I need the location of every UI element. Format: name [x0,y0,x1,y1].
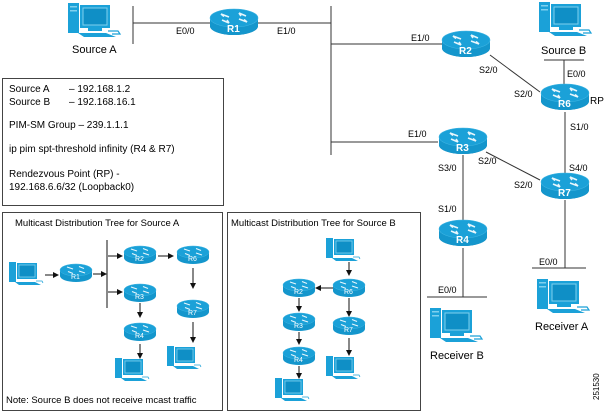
receiver-a-label: Receiver A [535,321,589,333]
host-source-a[interactable] [67,2,121,38]
r6-e00-label: E0/0 [567,69,586,79]
tree-a-r3-label: R3 [135,294,144,301]
host-receiver-a[interactable] [536,278,590,314]
r7-e00-label: E0/0 [539,257,558,267]
r2-e10-label: E1/0 [411,33,430,43]
tree-a-title: Multicast Distribution Tree for Source A [15,218,180,229]
r7-s20-label: S2/0 [514,180,533,190]
r3-s30-label: S3/0 [438,163,457,173]
rp-line-2: 192.168.6.6/32 (Loopback0) [9,182,135,193]
figure-id: 251530 [592,373,601,400]
host-receiver-b[interactable] [429,307,483,343]
host-source-b[interactable] [538,1,592,37]
r1-e10-label: E1/0 [277,26,296,36]
spt-threshold-line: ip pim spt-threshold infinity (R4 & R7) [9,144,175,155]
tree-a-box: Multicast Distribution Tree for Source A… [2,212,223,411]
pim-group-line: PIM-SM Group – 239.1.1.1 [9,120,129,131]
rp-line-1: Rendezvous Point (RP) - [9,169,120,180]
router-r4-label: R4 [456,235,469,246]
tree-a-note: Note: Source B does not receive mcast tr… [6,395,197,406]
tree-b-r3-label: R3 [294,323,303,330]
r1-e00-label: E0/0 [176,26,195,36]
router-r6-label: R6 [558,99,571,110]
tree-b-r7-label: R7 [344,327,353,334]
r3-e10-label: E1/0 [408,129,427,139]
r6-s20-label: S2/0 [514,89,533,99]
tree-a-drawing [8,240,210,382]
r4-e00-label: E0/0 [438,285,457,295]
source-b-ip-line: Source B– 192.168.16.1 [9,97,136,108]
source-b-label: Source B [541,45,587,57]
r7-s40-label: S4/0 [569,163,588,173]
r3-s20-label: S2/0 [478,156,497,166]
source-a-ip-line: Source A– 192.168.1.2 [9,84,131,95]
tree-a-r6-label: R6 [188,256,197,263]
tree-b-r2-label: R2 [294,289,303,296]
info-box: Source A– 192.168.1.2 Source B– 192.168.… [2,78,224,206]
receiver-b-label: Receiver B [430,350,484,362]
router-r2-label: R2 [459,46,472,57]
tree-a-r4-label: R4 [135,333,144,340]
router-r7-label: R7 [558,188,571,199]
tree-a-r7-label: R7 [188,310,197,317]
tree-a-r1-label: R1 [71,274,80,281]
source-a-label: Source A [72,44,117,56]
link-r3-r7 [485,151,541,181]
links [132,6,586,298]
tree-b-drawing [274,237,366,402]
r2-s20-label: S2/0 [479,65,498,75]
tree-b-r4-label: R4 [294,357,303,364]
router-r1-label: R1 [227,24,240,35]
r6-s10-label: S1/0 [570,122,589,132]
router-r3-label: R3 [456,143,469,154]
tree-b-title: Multicast Distribution Tree for Source B [231,218,396,229]
r6-rp-label: RP [590,96,604,107]
tree-a-r2-label: R2 [135,256,144,263]
tree-b-box: Multicast Distribution Tree for Source B [227,212,421,411]
r4-s10-label: S1/0 [438,204,457,214]
tree-b-r6-label: R6 [344,289,353,296]
link-r2-r6 [489,54,541,93]
